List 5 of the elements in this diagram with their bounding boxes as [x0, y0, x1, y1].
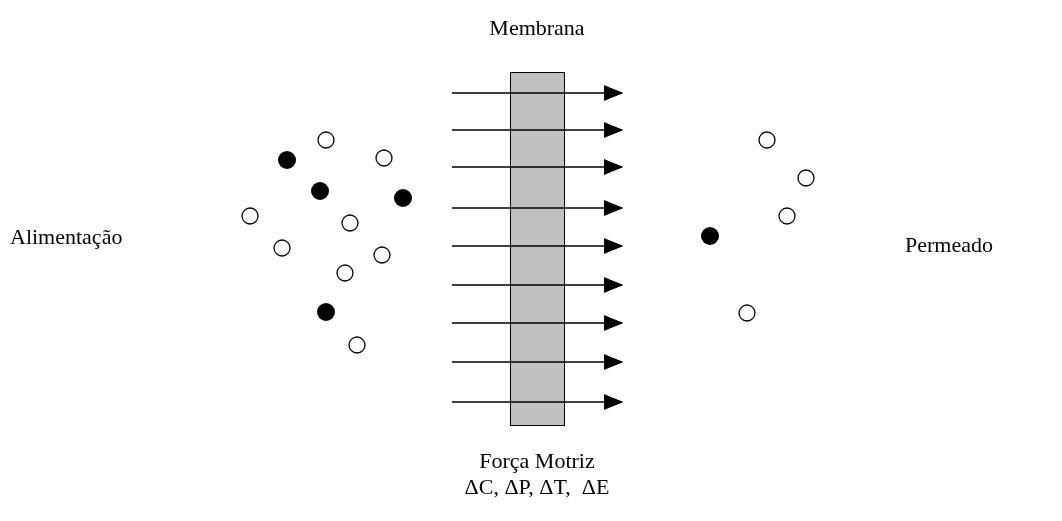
text-label: Permeado [905, 232, 993, 259]
text-label: Alimentação [10, 224, 123, 251]
text-label: Força Motriz [479, 448, 595, 475]
membrane-label: Membrana [488, 15, 586, 41]
text-label: ΔC, ΔP, ΔT, ΔE [464, 474, 610, 501]
